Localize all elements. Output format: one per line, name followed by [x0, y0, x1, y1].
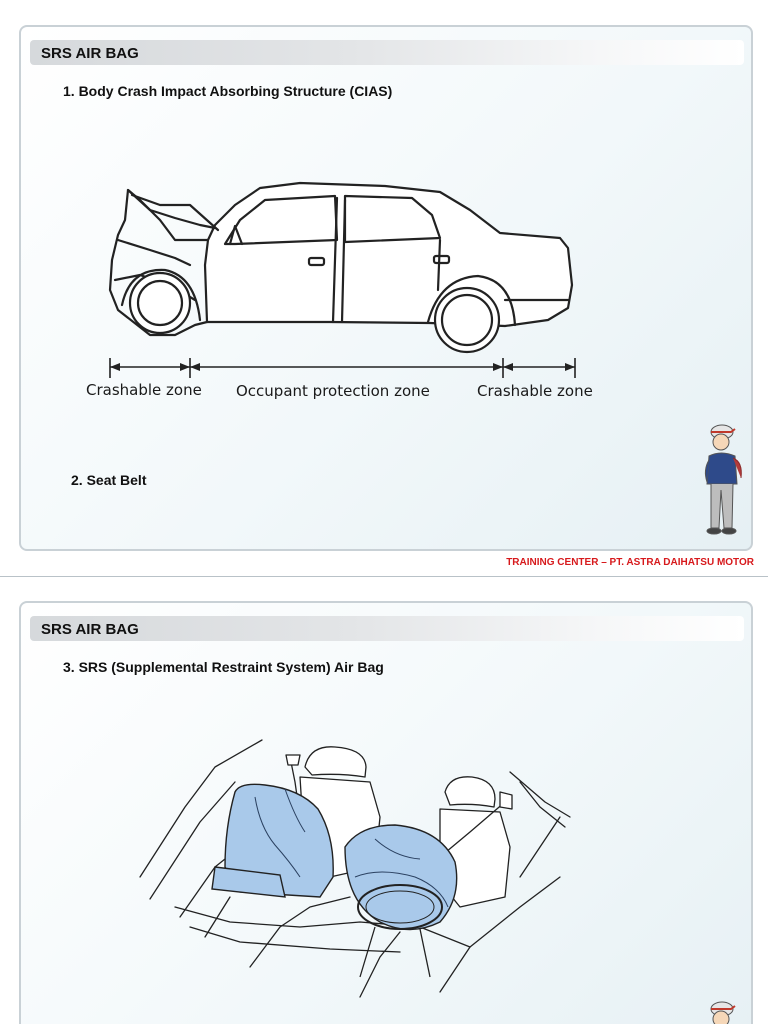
- mechanic-mascot-icon: [710, 1001, 736, 1024]
- airbag-deployment-illustration-icon: [139, 739, 571, 998]
- slide-1: SRS AIR BAG 1. Body Crash Impact Absorbi…: [0, 25, 768, 577]
- slide-1-title: SRS AIR BAG: [41, 45, 139, 62]
- heading-cias: 1. Body Crash Impact Absorbing Structure…: [63, 83, 393, 99]
- heading-srs-airbag: 3. SRS (Supplemental Restraint System) A…: [63, 659, 384, 675]
- slide-2-frame: SRS AIR BAG: [19, 601, 753, 1024]
- heading-seat-belt: 2. Seat Belt: [71, 472, 147, 488]
- zone-label-occupant-protection: Occupant protection zone: [236, 382, 430, 400]
- footer-brand: TRAINING CENTER – PT. ASTRA DAIHATSU MOT…: [506, 556, 754, 569]
- zone-label-rear-crashable: Crashable zone: [477, 382, 593, 400]
- slide-1-title-bar: SRS AIR BAG: [30, 40, 744, 65]
- slide-2: SRS AIR BAG 3. SRS (Supplemental Restrai…: [0, 577, 768, 1024]
- slide-2-title-bar: SRS AIR BAG: [30, 616, 744, 641]
- slide-2-title: SRS AIR BAG: [41, 621, 139, 638]
- mechanic-mascot-icon: [704, 424, 742, 535]
- car-crash-illustration-icon: [108, 181, 576, 378]
- zone-label-front-crashable: Crashable zone: [86, 381, 202, 399]
